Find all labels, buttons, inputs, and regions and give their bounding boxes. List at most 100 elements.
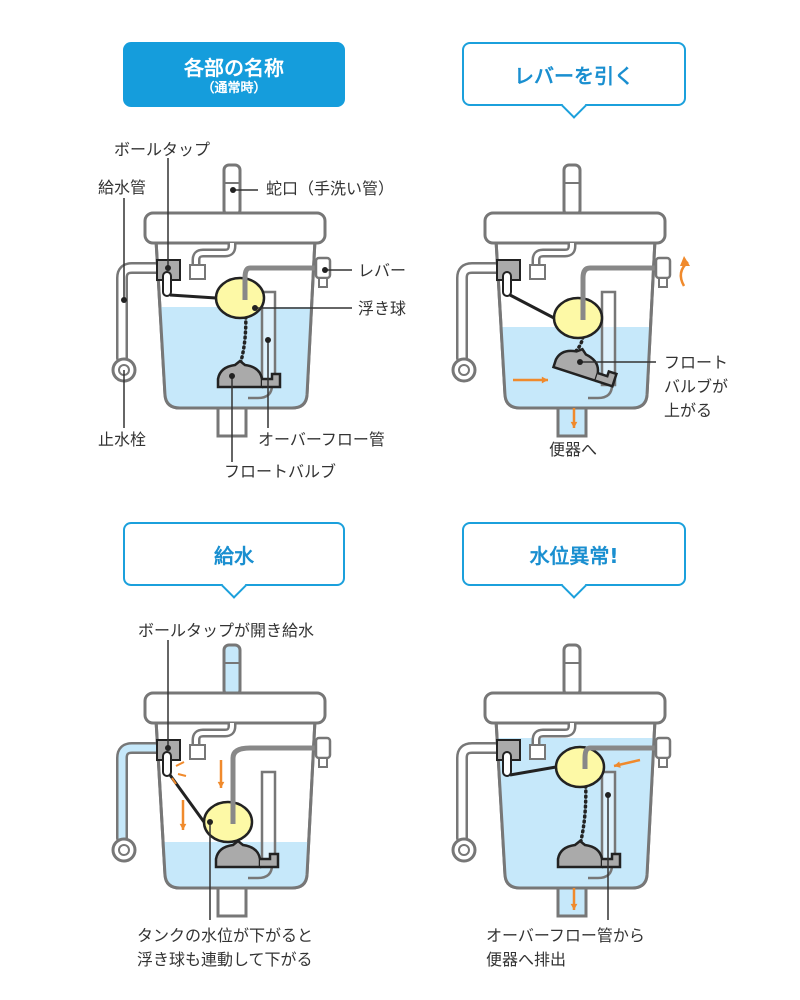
- lever-arm: [580, 265, 658, 320]
- tank-outline: [154, 718, 317, 890]
- float-valve-icon: [551, 347, 600, 383]
- float-valve-group: [214, 839, 280, 869]
- lever-arm: [242, 265, 318, 300]
- callout-supply: 給水: [123, 522, 345, 599]
- arrow-level-down-head: [179, 823, 187, 830]
- label-to-toilet: 便器へ: [549, 440, 598, 459]
- faucet-pipe: [222, 643, 242, 697]
- lever-arm: [582, 745, 658, 769]
- float-valve-group: [551, 347, 619, 388]
- float-ball-icon: [214, 276, 266, 320]
- callout-abnormal-title: 水位異常!: [529, 543, 619, 568]
- label-float-valve-rises-2: バルブが: [664, 377, 729, 396]
- stop-valve-core: [458, 844, 470, 856]
- callout-normal-title: 各部の名称: [184, 56, 284, 80]
- leader-ball-tap-opens-dot: [165, 745, 171, 751]
- float-valve-hinge: [602, 852, 622, 869]
- tank-outline: [494, 238, 657, 410]
- float-ball-icon: [202, 800, 254, 844]
- callout-normal: 各部の名称 （通常時）: [123, 42, 345, 107]
- label-float-valve-rises-3: 上がる: [664, 401, 713, 420]
- refill-nozzle: [529, 744, 546, 760]
- tank-lid: [143, 691, 327, 725]
- supply-pipe-inner: [458, 744, 502, 842]
- supply-pipe-outer: [456, 262, 504, 364]
- faucet-pipe: [562, 643, 582, 697]
- tank-lid: [143, 211, 327, 245]
- float-ball-icon: [552, 296, 604, 340]
- refill-nozzle: [189, 264, 206, 280]
- leader-float-ball-dot: [252, 305, 258, 311]
- leader-ball-tap-dot: [165, 265, 171, 271]
- arrow-drain-head: [570, 421, 578, 428]
- float-arm: [169, 293, 217, 300]
- label-stop-valve: 止水栓: [98, 430, 147, 449]
- tank-abnormal: [451, 643, 672, 918]
- label-float-valve: フロートバルブ: [224, 462, 337, 481]
- lever-arm: [230, 745, 318, 824]
- callout-normal-subtitle: （通常時）: [201, 81, 267, 96]
- label-ball-tap-opens: ボールタップが開き給水: [138, 621, 315, 640]
- ball-tap-valve: [502, 271, 512, 297]
- float-arm: [509, 765, 557, 777]
- supply-pipe-outer: [116, 742, 164, 844]
- lever-icon: [654, 256, 672, 280]
- tank-water: [156, 307, 315, 408]
- label-overflow-1: オーバーフロー管から: [486, 926, 645, 945]
- refill-tube-inner: [534, 723, 574, 748]
- callout-lever: レバーを引く: [462, 42, 686, 119]
- ball-tap-valve: [502, 751, 512, 777]
- float-valve-group: [216, 359, 282, 389]
- leader-float-valve-rises-dot: [577, 359, 583, 365]
- label-level-drops-2: 浮き球も連動して下がる: [137, 950, 313, 969]
- ball-tap-valve: [162, 271, 172, 297]
- arrow-drain-down-head: [570, 903, 578, 910]
- supply-pipe-outer: [116, 262, 164, 364]
- label-supply-pipe: 給水管: [98, 178, 147, 197]
- tank-lid: [483, 691, 667, 725]
- label-lever: レバー: [358, 261, 407, 280]
- float-valve-group: [556, 839, 622, 869]
- callout-supply-title: 給水: [214, 543, 254, 568]
- stop-valve-core: [118, 844, 130, 856]
- refill-nozzle: [189, 744, 206, 760]
- label-faucet: 蛇口（手洗い管）: [266, 179, 395, 198]
- tank-lever: [451, 163, 672, 438]
- label-float-valve-rises-1: フロート: [664, 353, 729, 372]
- float-valve-hinge: [594, 369, 619, 388]
- leader-faucet-dot: [230, 187, 236, 193]
- stop-valve-core: [458, 364, 470, 376]
- leader-lever-dot: [322, 267, 328, 273]
- tank-normal: [111, 163, 332, 438]
- lever-icon: [314, 736, 332, 760]
- lever-stem: [318, 277, 328, 288]
- arrow-flow-left-head: [541, 376, 548, 384]
- lever-stem: [318, 757, 328, 768]
- refill-tube-inner: [194, 723, 234, 748]
- supply-pipe-inner: [118, 744, 162, 842]
- float-valve-hinge: [260, 852, 280, 869]
- float-ball-icon: [554, 745, 606, 789]
- supply-pipe-inner: [458, 264, 502, 362]
- supply-pipe-outer: [456, 742, 504, 844]
- spray-icon: [171, 761, 187, 785]
- label-ball-tap: ボールタップ: [114, 140, 211, 159]
- lever-stem: [658, 277, 668, 288]
- overflow-outlet: [588, 384, 614, 400]
- float-arm: [509, 293, 555, 320]
- faucet-pipe: [562, 163, 582, 217]
- tank-outline: [154, 238, 317, 410]
- float-valve-hinge: [262, 372, 282, 389]
- label-overflow-2: 便器へ排出: [486, 950, 567, 969]
- label-level-drops-1: タンクの水位が下がると: [137, 926, 314, 945]
- overflow-pipe: [260, 770, 277, 867]
- leader-overflow-dot: [265, 337, 271, 343]
- ball-tap-valve: [162, 751, 172, 777]
- leader-overflow-drain-dot: [605, 792, 611, 798]
- tank-outline: [494, 718, 657, 890]
- tank-supply: [111, 643, 332, 918]
- leader-supply-pipe-dot: [121, 297, 127, 303]
- label-overflow-pipe: オーバーフロー管: [258, 430, 385, 449]
